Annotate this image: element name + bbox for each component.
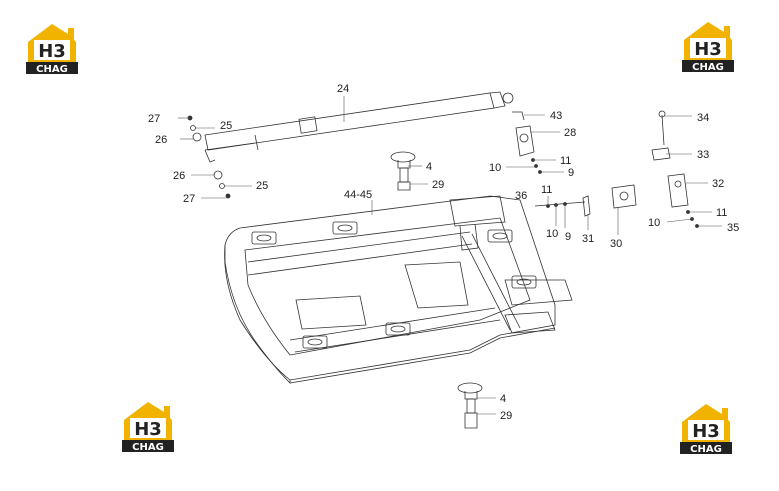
callout-labels: 24 27 25 26 26 25 27 43 28 11 10 9 4 29 … (148, 83, 739, 422)
callout-25-bottom: 25 (256, 180, 268, 192)
mount-pads (251, 221, 537, 349)
svg-text:H3: H3 (694, 39, 722, 60)
logo-bottom-left: H3 CHAG (120, 398, 176, 454)
callout-29-bottom: 29 (500, 410, 512, 422)
callout-34: 34 (697, 112, 709, 124)
callout-27-top: 27 (148, 113, 160, 125)
svg-text:H3: H3 (692, 421, 720, 442)
callout-11-a: 11 (560, 155, 571, 167)
right-bracket-32 (651, 110, 699, 228)
callout-31: 31 (582, 233, 594, 245)
svg-text:H3: H3 (38, 41, 66, 62)
callout-26-bottom: 26 (173, 170, 185, 182)
callout-9-a: 9 (568, 167, 574, 179)
callout-33: 33 (697, 149, 709, 161)
callout-29-top: 29 (432, 179, 444, 191)
callout-30: 30 (610, 238, 622, 250)
logo-bottom-right: H3 CHAG (678, 400, 734, 456)
base-frame (224, 195, 573, 384)
callout-11-b: 11 (541, 184, 552, 196)
leader-lines (178, 96, 722, 415)
callout-9-b: 9 (565, 231, 571, 243)
logo-top-left: H3 CHAG (24, 20, 80, 76)
callout-25-top: 25 (220, 120, 232, 132)
callout-36: 36 (515, 190, 527, 202)
callout-4-bottom: 4 (500, 393, 506, 405)
callout-4-top: 4 (426, 161, 432, 173)
callout-32: 32 (712, 178, 724, 190)
svg-text:CHAG: CHAG (36, 64, 68, 75)
svg-text:H3: H3 (134, 419, 162, 440)
logo-top-right: H3 CHAG (680, 18, 736, 74)
callout-35: 35 (727, 222, 739, 234)
pin-assembly-top (390, 151, 416, 191)
svg-text:CHAG: CHAG (692, 62, 724, 73)
callout-24: 24 (337, 83, 349, 95)
callout-26-top: 26 (155, 134, 167, 146)
callout-27-bottom: 27 (183, 193, 195, 205)
callout-11-c: 11 (716, 207, 727, 219)
hydraulic-cylinder (204, 91, 514, 163)
callout-44-45: 44-45 (344, 189, 372, 201)
callout-43: 43 (550, 110, 562, 122)
svg-text:CHAG: CHAG (690, 444, 722, 455)
pin-assembly-bottom (457, 382, 483, 429)
callout-10-a: 10 (489, 162, 501, 174)
callout-10-c: 10 (648, 217, 660, 229)
callout-28: 28 (564, 127, 576, 139)
callout-10-b: 10 (546, 228, 558, 240)
bracket-28 (512, 111, 542, 174)
svg-text:CHAG: CHAG (132, 442, 164, 453)
